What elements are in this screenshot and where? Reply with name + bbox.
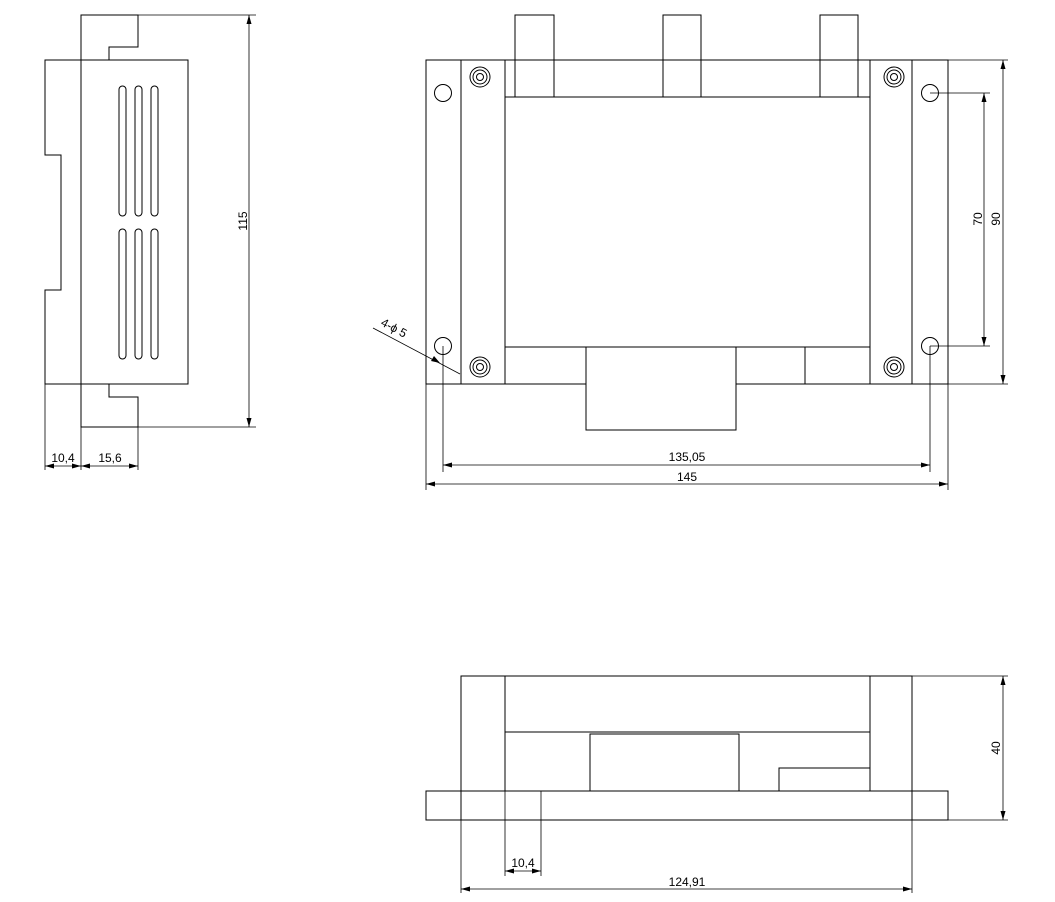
dim-label-10-4: 10,4 (51, 451, 75, 465)
mounting-screws (469, 66, 905, 378)
dim-label-70: 70 (971, 212, 985, 226)
vent-slot (150, 228, 159, 360)
side-body (80, 59, 189, 385)
top-connector-middle (662, 14, 702, 98)
vent-slot (134, 85, 143, 217)
hole-spec-label: 4-ϕ 5 (379, 315, 410, 340)
front-terminal (778, 767, 871, 792)
side-top-clip (80, 14, 139, 60)
mount-hole (434, 84, 452, 102)
dim-label-40: 40 (989, 741, 1003, 755)
dim-label-135-05: 135,05 (669, 450, 706, 464)
bottom-connector (585, 346, 737, 431)
vent-slot (118, 228, 127, 360)
vent-slot (150, 85, 159, 217)
vent-slot (118, 85, 127, 217)
side-view: 115 10,4 15,6 (44, 14, 256, 470)
hole-leader (372, 327, 461, 375)
dim-label-115: 115 (236, 211, 250, 230)
vent-slot (134, 228, 143, 360)
dim-label-15-6: 15,6 (98, 451, 122, 465)
side-din-rail-profile (44, 59, 81, 385)
front-base-plate (425, 790, 949, 821)
dim-label-90: 90 (989, 212, 1003, 226)
dim-label-145: 145 (677, 470, 697, 484)
top-connector-right (819, 14, 859, 98)
top-view: 4-ϕ 5 70 90 135,05 145 (372, 14, 1008, 490)
side-bottom-clip (80, 384, 139, 428)
front-view: 40 10,4 124,91 (425, 675, 1008, 893)
dim-label-10-4-front: 10,4 (511, 856, 535, 870)
side-vent-slots (118, 85, 159, 360)
mounting-holes (434, 84, 939, 355)
top-connector-left (514, 14, 555, 98)
dim-label-124-91: 124,91 (669, 875, 706, 889)
front-connector (589, 733, 740, 792)
